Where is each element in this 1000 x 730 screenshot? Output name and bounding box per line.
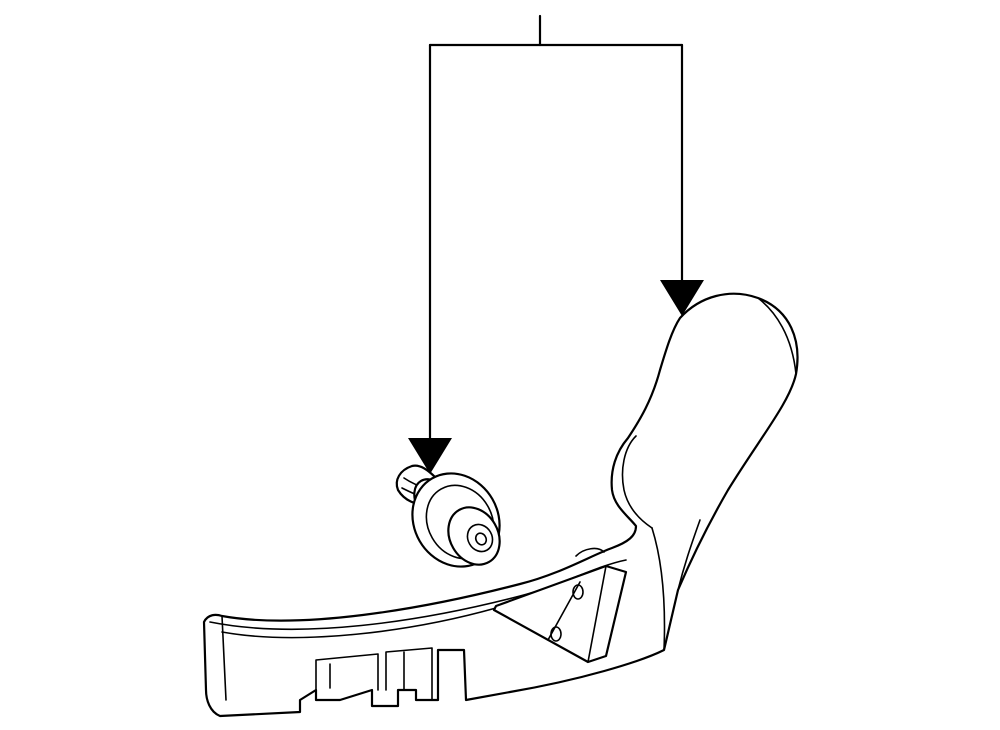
mount-hole-icon (572, 584, 584, 600)
trim-panel (202, 292, 799, 718)
callout-leader (408, 14, 704, 474)
arrowhead-clip-icon (408, 438, 452, 474)
arrowhead-panel-icon (660, 280, 704, 316)
push-clip-fastener (395, 464, 501, 568)
mount-hole-icon (550, 626, 562, 642)
